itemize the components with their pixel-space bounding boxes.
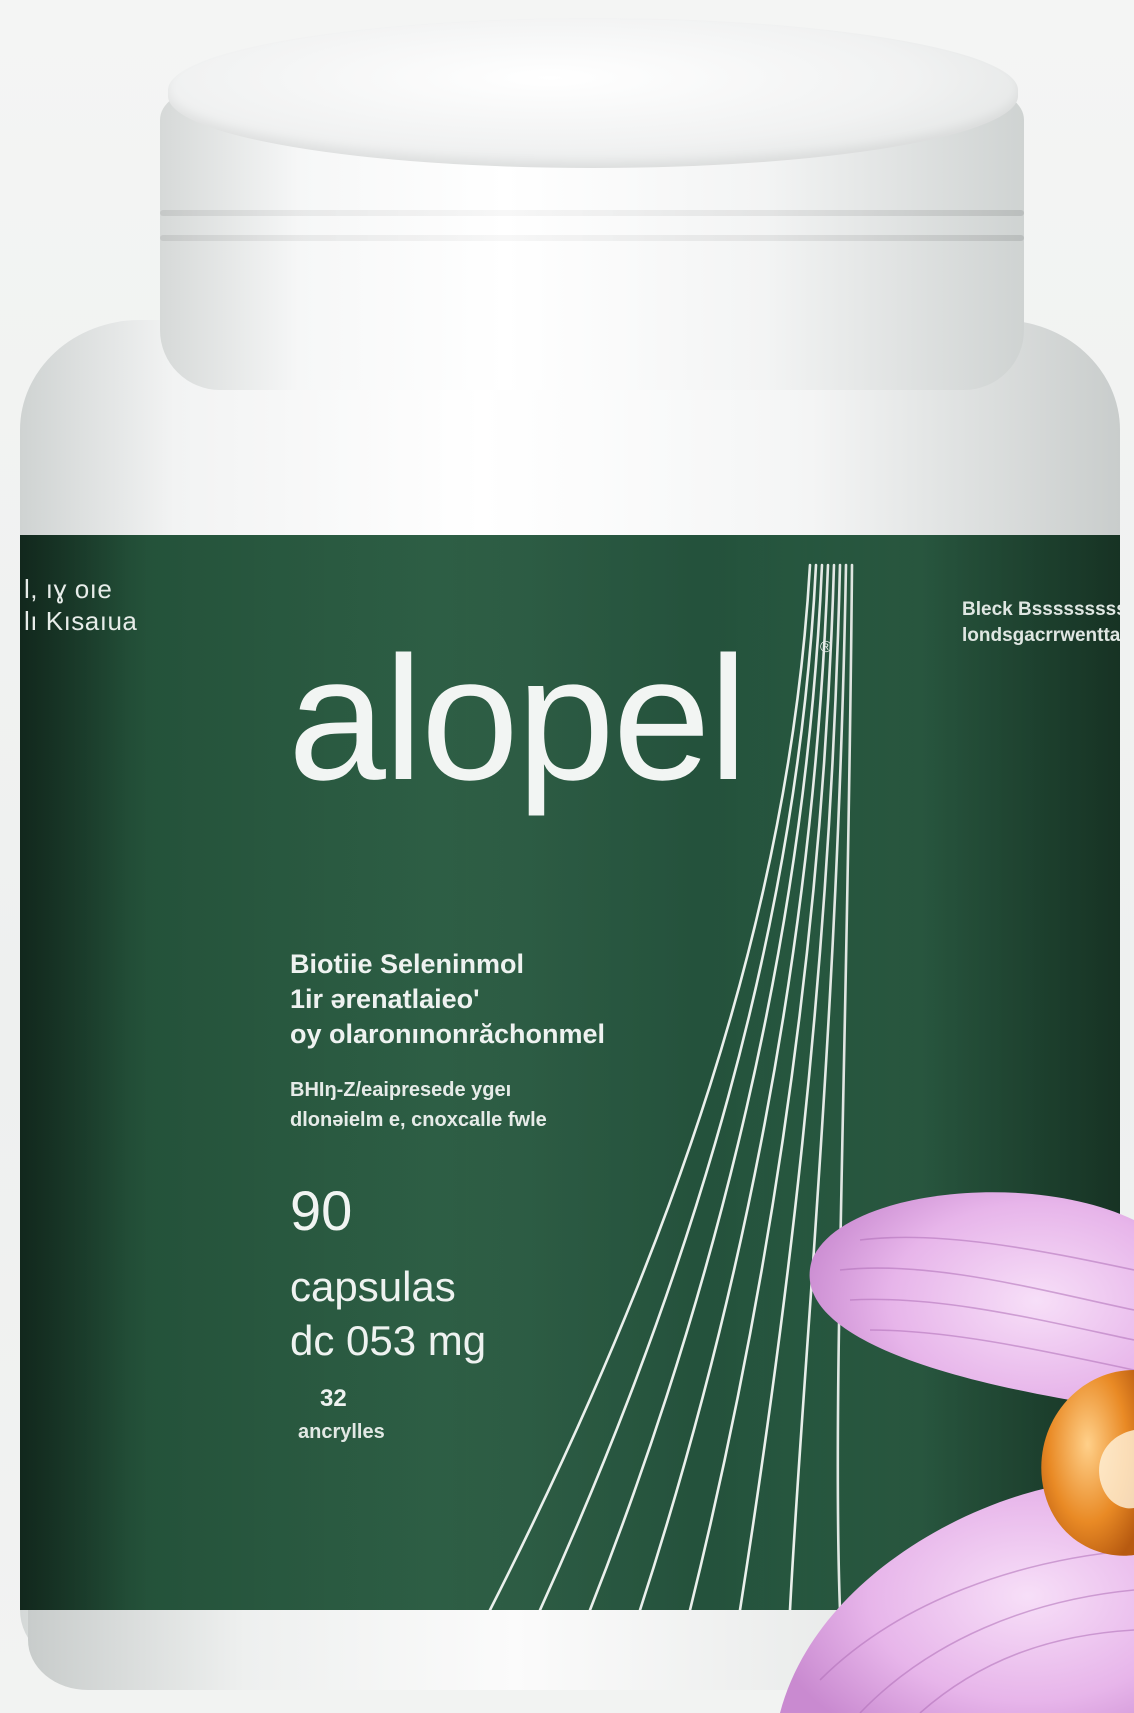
lid-ridge xyxy=(160,235,1024,241)
left-side-line: l, ıɣ oıe xyxy=(24,574,113,604)
orchid-flower-icon xyxy=(780,1192,1134,1713)
left-side-text: l, ıɣ oıe lı Kısaıua xyxy=(24,573,137,637)
right-side-text: Bleck Bsssssssssss londsgacrrwenttanet xyxy=(962,597,1120,649)
label-shading xyxy=(20,535,1120,1610)
description-line: BHIŋ-Z/eaipresede ygeı xyxy=(290,1079,512,1101)
right-side-line: londsgacrrwenttanet xyxy=(962,625,1120,646)
small-word: ancrylles xyxy=(298,1421,385,1443)
subtitle-line: oy olaronınonrăchonmel xyxy=(290,1019,606,1049)
subtitle-line: Biotiie Seleninmol xyxy=(290,949,525,979)
lid-top xyxy=(168,18,1018,168)
subtitle-line: 1ir ərenatlaieo' xyxy=(290,984,480,1014)
product-label: l, ıɣ oıe lı Kısaıua Bleck Bsssssssssss … xyxy=(20,535,1120,1610)
small-number: 32 xyxy=(320,1385,347,1412)
right-side-line: Bleck Bsssssssssss xyxy=(962,599,1120,620)
capsule-count: 90 xyxy=(290,1179,353,1242)
left-side-line: lı Kısaıua xyxy=(24,606,138,636)
description-line: dlonəielm e, cnoxcalle fwle xyxy=(290,1109,547,1131)
product-subtitle: Biotiie Seleninmol 1ir ərenatlaieo' oy o… xyxy=(290,947,605,1052)
decorative-lines xyxy=(488,563,854,1610)
product-description: BHIŋ-Z/eaipresede ygeı dlonəielm e, cnox… xyxy=(290,1075,547,1135)
registered-mark: ® xyxy=(820,639,832,656)
capsule-line: capsulas xyxy=(290,1263,456,1310)
capsule-description: capsulas dc 053 mg xyxy=(290,1260,486,1368)
lid-ridge xyxy=(160,210,1024,216)
brand-name: alopel xyxy=(288,621,748,817)
capsule-line: dc 053 mg xyxy=(290,1317,487,1364)
